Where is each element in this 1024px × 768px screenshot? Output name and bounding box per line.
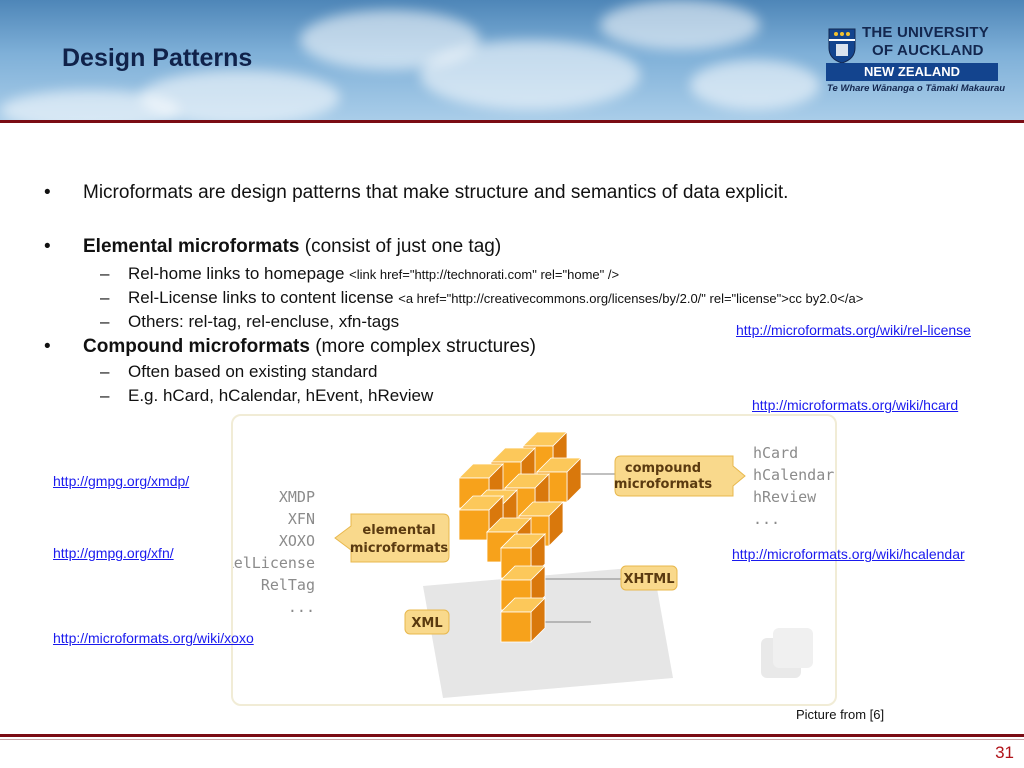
bullet-dot: • [44, 336, 51, 357]
compound-item: hCalendar [753, 466, 834, 484]
elemental-item: RelTag [261, 576, 315, 594]
link-xoxo[interactable]: http://microformats.org/wiki/xoxo [53, 630, 254, 646]
elemental-list: XMDP XFN XOXO RelLicense RelTag ... [233, 488, 315, 616]
sub-bullet-text: E.g. hCard, hCalendar, hEvent, hReview [128, 386, 434, 405]
bullet-rest: (consist of just one tag) [299, 236, 502, 257]
compound-label-line2: microformats [614, 477, 713, 492]
bullet-text: Elemental microformats (consist of just … [83, 236, 501, 258]
link-hcalendar[interactable]: http://microformats.org/wiki/hcalendar [732, 546, 965, 562]
bullet-text: Microformats are design patterns that ma… [83, 182, 789, 203]
sub-bullet-text: Rel-License links to content license <a … [128, 288, 863, 308]
sub-bullet-dash: – [100, 288, 110, 307]
xhtml-label: XHTML [624, 572, 675, 587]
compound-list: hCard hCalendar hReview ... [753, 444, 834, 528]
picture-caption: Picture from [6] [796, 707, 885, 722]
header-divider [0, 120, 1024, 123]
elemental-item: XOXO [279, 532, 315, 550]
university-logo: THE UNIVERSITY OF AUCKLAND NEW ZEALAND T… [826, 22, 1006, 98]
elemental-item: ... [288, 598, 315, 616]
sub-bullet-dash: – [100, 386, 110, 405]
xml-label-bubble: XML [404, 609, 450, 635]
compound-item: hCard [753, 444, 798, 462]
logo-country-band: NEW ZEALAND [826, 63, 998, 81]
compound-item: hReview [753, 488, 817, 506]
sub-bullet-dash: – [100, 362, 110, 381]
bullet-dot: • [44, 182, 51, 203]
crest-icon [828, 28, 856, 64]
sub-bullet-text: Others: rel-tag, rel-encluse, xfn-tags [128, 312, 400, 331]
elemental-label-bubble: elemental microformats [334, 513, 450, 563]
sub-bullet-label: Rel-License links to content license [128, 288, 399, 307]
footer-divider-thin [0, 739, 1024, 740]
page-number: 31 [995, 743, 1014, 762]
compound-label-bubble: compound microformats [614, 455, 746, 497]
elemental-item: RelLicense [233, 554, 315, 572]
sub-bullet-label: Rel-home links to homepage [128, 264, 350, 283]
elemental-item: XMDP [279, 488, 315, 506]
watermark-icon [761, 628, 813, 678]
code-snippet: <a href="http://creativecommons.org/lice… [398, 291, 864, 306]
logo-text-line1: THE UNIVERSITY [862, 24, 989, 41]
link-xfn[interactable]: http://gmpg.org/xfn/ [53, 545, 174, 561]
bullet-dot: • [44, 236, 51, 257]
cube [500, 597, 546, 643]
elemental-item: XFN [288, 510, 315, 528]
slide-title: Design Patterns [62, 44, 253, 72]
sub-bullet-dash: – [100, 312, 110, 331]
logo-tagline: Te Whare Wānanga o Tāmaki Makaurau [827, 83, 1006, 94]
code-snippet: <link href="http://technorati.com" rel="… [349, 267, 620, 282]
sub-bullet-text: Rel-home links to homepage <link href="h… [128, 264, 619, 284]
bullet-rest: (more complex structures) [309, 336, 536, 357]
elemental-label-line1: elemental [362, 523, 435, 538]
diagram-canvas: XMDP XFN XOXO RelLicense RelTag ... hCar… [233, 431, 834, 698]
header-banner [0, 0, 1024, 120]
logo-text-line2: OF AUCKLAND [872, 42, 984, 59]
link-xmdp[interactable]: http://gmpg.org/xmdp/ [53, 473, 190, 489]
microformats-diagram: XMDP XFN XOXO RelLicense RelTag ... hCar… [231, 414, 837, 706]
sub-bullet-text: Often based on existing standard [128, 362, 378, 381]
link-rel-license[interactable]: http://microformats.org/wiki/rel-license [736, 322, 971, 338]
cube-stack [458, 431, 582, 643]
xhtml-label-bubble: XHTML [620, 565, 678, 591]
compound-label-line1: compound [625, 461, 701, 476]
compound-item: ... [753, 510, 780, 528]
bullet-bold-term: Compound microformats [83, 336, 310, 357]
link-hcard[interactable]: http://microformats.org/wiki/hcard [752, 397, 959, 413]
base-slab [423, 566, 673, 698]
cube [500, 533, 546, 579]
xml-label: XML [411, 616, 442, 631]
elemental-label-line2: microformats [350, 541, 449, 556]
footer-divider [0, 734, 1024, 737]
sub-bullet-dash: – [100, 264, 110, 283]
bullet-bold-term: Elemental microformats [83, 236, 300, 257]
bullet-text: Compound microformats (more complex stru… [83, 336, 536, 358]
